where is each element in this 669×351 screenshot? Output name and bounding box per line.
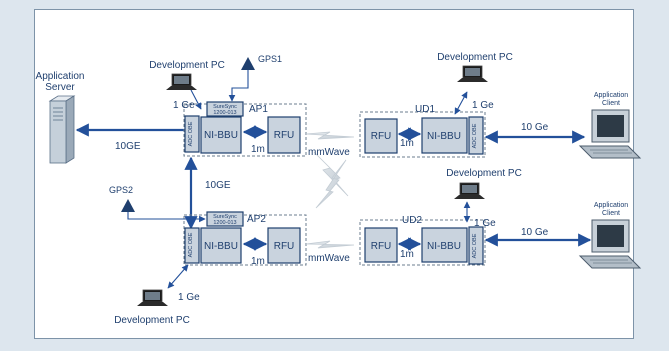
- ud1-pc-link: [454, 91, 468, 115]
- ud2-laptop-icon: [454, 182, 485, 199]
- ap1-1m-label: 1m: [251, 144, 265, 155]
- ap2-suresync-l1: SureSync: [213, 214, 237, 220]
- ap1-suresync-l1: SureSync: [213, 104, 237, 110]
- ud1-bbu-box: [421, 117, 468, 154]
- ap1-title: AP1: [249, 104, 268, 115]
- ap2-rfu-label: RFU: [274, 241, 295, 252]
- ud1-rfu-label: RFU: [371, 131, 392, 142]
- ap1-rfu-label: RFU: [274, 130, 295, 141]
- ud1-pc-label: Development PC: [437, 52, 513, 63]
- ap2-1m-label: 1m: [251, 256, 265, 267]
- ap-link-label: 10GE: [205, 180, 231, 191]
- ud2-ge-label: 1 Ge: [474, 218, 496, 229]
- ud1-title: UD1: [415, 104, 435, 115]
- ud1-application-client: Application Client: [578, 92, 642, 159]
- ap2-boundary: [183, 214, 307, 266]
- ap1-bbu-box: [200, 116, 242, 154]
- ap2-bbu-label: NI-BBU: [204, 241, 238, 252]
- gps1-label: GPS1: [258, 54, 282, 64]
- ud1-group: UD1 RFU NI-BBU ADC OBE 1m: [359, 104, 486, 158]
- server-label-line2: Server: [45, 82, 75, 93]
- ud2-client-line2: Client: [602, 210, 620, 217]
- ud2-title: UD2: [402, 215, 422, 226]
- gps2-link: [127, 212, 206, 223]
- ud2-group: UD2 RFU NI-BBU ADC OBE 1m: [359, 215, 486, 266]
- ap2-suresync-l2: 1200-013: [213, 220, 236, 226]
- gps2-label: GPS2: [109, 185, 133, 195]
- ap1-adc-label: ADC OBE: [188, 121, 194, 146]
- ud2-client-line1: Application: [594, 202, 628, 209]
- mmwave-top-label: mmWave: [308, 147, 350, 158]
- gps2-antenna: GPS2: [109, 185, 206, 223]
- gps2-antenna-icon: [121, 199, 135, 212]
- ap2-adc-label: ADC OBE: [188, 232, 194, 257]
- ud1-10ge-label: 10 Ge: [521, 122, 549, 133]
- ap2-bbu-box: [200, 227, 242, 264]
- ud2-adc-label: ADC OBE: [472, 233, 478, 258]
- ud1-ge-label: 1 Ge: [472, 100, 494, 111]
- lightning-ap2-ud1: [315, 159, 347, 209]
- ap1-pc-link: [190, 89, 202, 110]
- gps1-antenna: GPS1: [228, 54, 282, 102]
- ap1-ge-label: 1 Ge: [173, 100, 195, 111]
- ud2-desktop-pc-icon: [578, 219, 642, 269]
- ud1-development-pc: Development PC 1 Ge: [437, 52, 513, 115]
- ap1-pc-label: Development PC: [149, 60, 225, 71]
- ap1-laptop-icon: [166, 73, 197, 90]
- ap1-development-pc: Development PC 1 Ge: [149, 60, 225, 111]
- ud2-pc-label: Development PC: [446, 168, 522, 179]
- ap2-rfu-box: [267, 227, 301, 264]
- server-tower-icon: [48, 95, 76, 164]
- server-link-label: 10GE: [115, 141, 141, 152]
- application-server: Application Server: [36, 71, 85, 164]
- ud1-desktop-pc-icon: [578, 109, 642, 159]
- ud2-development-pc: Development PC 1 Ge: [446, 168, 522, 229]
- ap1-group: AP1 SureSync 1200-013 ADC OBE NI-BBU RFU…: [183, 101, 307, 157]
- ap2-pc-label: Development PC: [114, 315, 190, 326]
- ap2-laptop-icon: [137, 289, 168, 306]
- ap1-suresync-l2: 1200-013: [213, 110, 236, 116]
- ud2-10ge-label: 10 Ge: [521, 227, 549, 238]
- mmwave-links: mmWave mmWave: [305, 131, 355, 264]
- ap1-bbu-label: NI-BBU: [204, 130, 238, 141]
- lightning-ap1-ud1: [305, 131, 355, 140]
- gps1-link: [228, 70, 249, 102]
- lightning-ap1-ud2: [313, 151, 349, 197]
- mmwave-bottom-label: mmWave: [308, 253, 350, 264]
- ap2-development-pc: 1 Ge Development PC: [114, 264, 200, 326]
- ud1-client-line2: Client: [602, 100, 620, 107]
- ap2-pc-link: [167, 264, 189, 289]
- ap2-adc-rack: [184, 227, 200, 264]
- ap2-title: AP2: [247, 214, 266, 225]
- ap1-suresync-box: [206, 101, 244, 117]
- ud1-client-line1: Application: [594, 92, 628, 99]
- server-label-line1: Application: [36, 71, 85, 82]
- ud2-application-client: Application Client: [578, 202, 642, 269]
- ud1-adc-label: ADC OBE: [472, 123, 478, 148]
- ud2-rfu-box: [364, 227, 398, 263]
- ud2-adc-rack: [468, 226, 484, 265]
- ud2-rfu-label: RFU: [371, 241, 392, 252]
- ud1-bbu-label: NI-BBU: [427, 131, 461, 142]
- ud1-1m-label: 1m: [400, 138, 414, 149]
- gps1-antenna-icon: [241, 57, 255, 70]
- ap1-rfu-box: [267, 116, 301, 154]
- ap2-suresync-box: [206, 211, 244, 227]
- ud2-bbu-label: NI-BBU: [427, 241, 461, 252]
- ud2-bbu-box: [421, 227, 468, 263]
- ud1-adc-rack: [468, 116, 484, 155]
- ap1-boundary: [183, 103, 307, 157]
- ap2-group: AP2 SureSync 1200-013 ADC OBE NI-BBU RFU…: [183, 211, 307, 267]
- ud1-rfu-box: [364, 118, 398, 154]
- ud2-1m-label: 1m: [400, 249, 414, 260]
- lightning-ap2-ud2: [305, 240, 355, 249]
- ap1-adc-rack: [184, 115, 200, 153]
- ud1-laptop-icon: [457, 65, 488, 82]
- ap2-ge-label: 1 Ge: [178, 292, 200, 303]
